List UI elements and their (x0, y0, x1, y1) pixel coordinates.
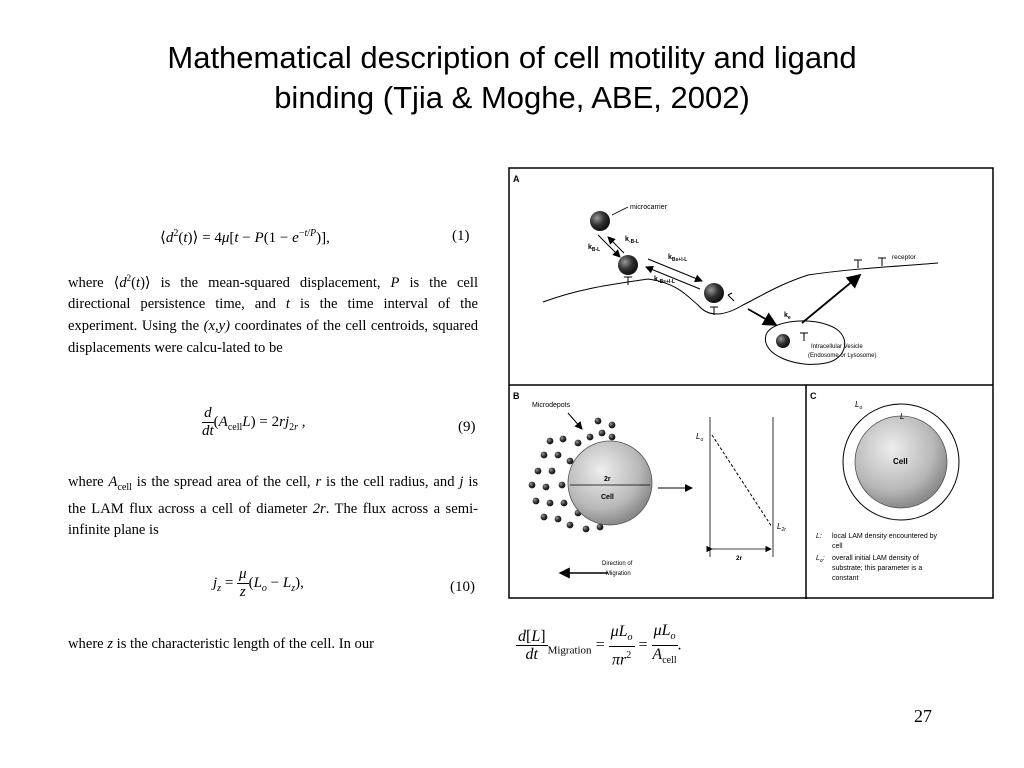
cell-membrane (542, 262, 939, 315)
title-line-1: Mathematical description of cell motilit… (167, 40, 857, 75)
profile-gradient-line (711, 434, 773, 528)
page-number: 27 (914, 706, 932, 726)
panel-c-cell (854, 415, 948, 509)
profile-2r-label: 2r (736, 555, 743, 562)
equation-9-number: (9) (458, 419, 476, 435)
legend-l-key: L: (816, 533, 822, 540)
k-e-label: ke (784, 312, 791, 321)
vesicle-bead (776, 334, 790, 348)
microdepots-arrow (567, 412, 583, 430)
paragraph-1: where ⟨d2(t)⟩ is the mean-squared displa… (68, 273, 479, 356)
direction-label-line-2: Migration (606, 571, 631, 577)
k-brl-label: kBs+l-L (668, 254, 687, 263)
legend-lo-line-2: substrate; this parameter is a (832, 565, 922, 572)
arrow-k-mbl (607, 236, 625, 254)
microcarrier-leader (611, 206, 629, 216)
arrow-k-mbrl (645, 265, 701, 290)
equation-1: ⟨d2(t)⟩ = 4μ[t − P(1 − e−t/P)], (160, 228, 330, 246)
equation-10-number: (10) (450, 579, 475, 595)
vesicle-label-line-1: Intracellular Vesicle (811, 344, 863, 350)
microcarrier-bead-2 (618, 255, 638, 275)
k-mbl-label: k-B-L (625, 236, 639, 245)
vesicle-receptor (800, 332, 808, 341)
panel-c-lo-label: Lo (855, 400, 862, 411)
microcarrier-bead-1 (590, 211, 610, 231)
legend-lo-key: Lo: (816, 555, 825, 564)
microcarrier-label: microcarrier (630, 204, 668, 211)
vesicle-label-line-2: (Endosome or Lysosome) (808, 353, 876, 359)
direction-label-line-1: Direction of (602, 561, 633, 567)
title-line-2: binding (Tjia & Moghe, ABE, 2002) (274, 80, 750, 115)
figure-border (508, 167, 994, 599)
panel-b-cell-label: Cell (601, 494, 614, 501)
panel-c-cell-label: Cell (893, 457, 908, 466)
intracellular-vesicle (764, 320, 846, 365)
motility-figure: A microcarrier kB-L k-B-L kBs+l-L k-Bs+l… (508, 167, 994, 599)
legend-l-line-2: cell (832, 543, 843, 550)
k-mbrl-label: k-Bs+l-L (654, 276, 675, 285)
panel-b-label: B (513, 391, 520, 401)
arrow-k-brl (647, 258, 703, 283)
microdepot-dots (528, 417, 616, 533)
panel-c-l-label: L (900, 412, 904, 421)
legend-lo-line-3: constant (832, 575, 859, 582)
legend-lo-line-1: overall initial LAM density of (832, 555, 919, 562)
k-bl-label: kB-L (588, 244, 600, 253)
profile-l2r-label: L2r (777, 522, 786, 533)
legend-l-line-1: local LAM density encountered by (832, 533, 938, 540)
receptor-label: receptor (892, 254, 917, 261)
microcarrier-bead-3 (704, 283, 724, 303)
arrow-recycling (801, 273, 862, 324)
panel-b-2r-label: 2r (604, 476, 611, 483)
equation-1-number: (1) (452, 228, 470, 244)
receptors (624, 257, 886, 315)
microdepots-label: Microdepots (532, 402, 571, 409)
arrow-internalization (747, 308, 778, 326)
paragraph-2: where Acell is the spread area of the ce… (68, 474, 479, 539)
panel-a-label: A (513, 174, 520, 184)
paragraph-3: where z is the characteristic length of … (68, 636, 374, 652)
slide-title: Mathematical description of cell motilit… (0, 38, 1024, 118)
profile-lo-label: Lo (696, 432, 703, 443)
panel-c-outer-ring (842, 403, 960, 521)
arrow-k-bl (597, 234, 621, 258)
panel-c-label: C (810, 391, 817, 401)
panel-b-cell (567, 440, 653, 526)
